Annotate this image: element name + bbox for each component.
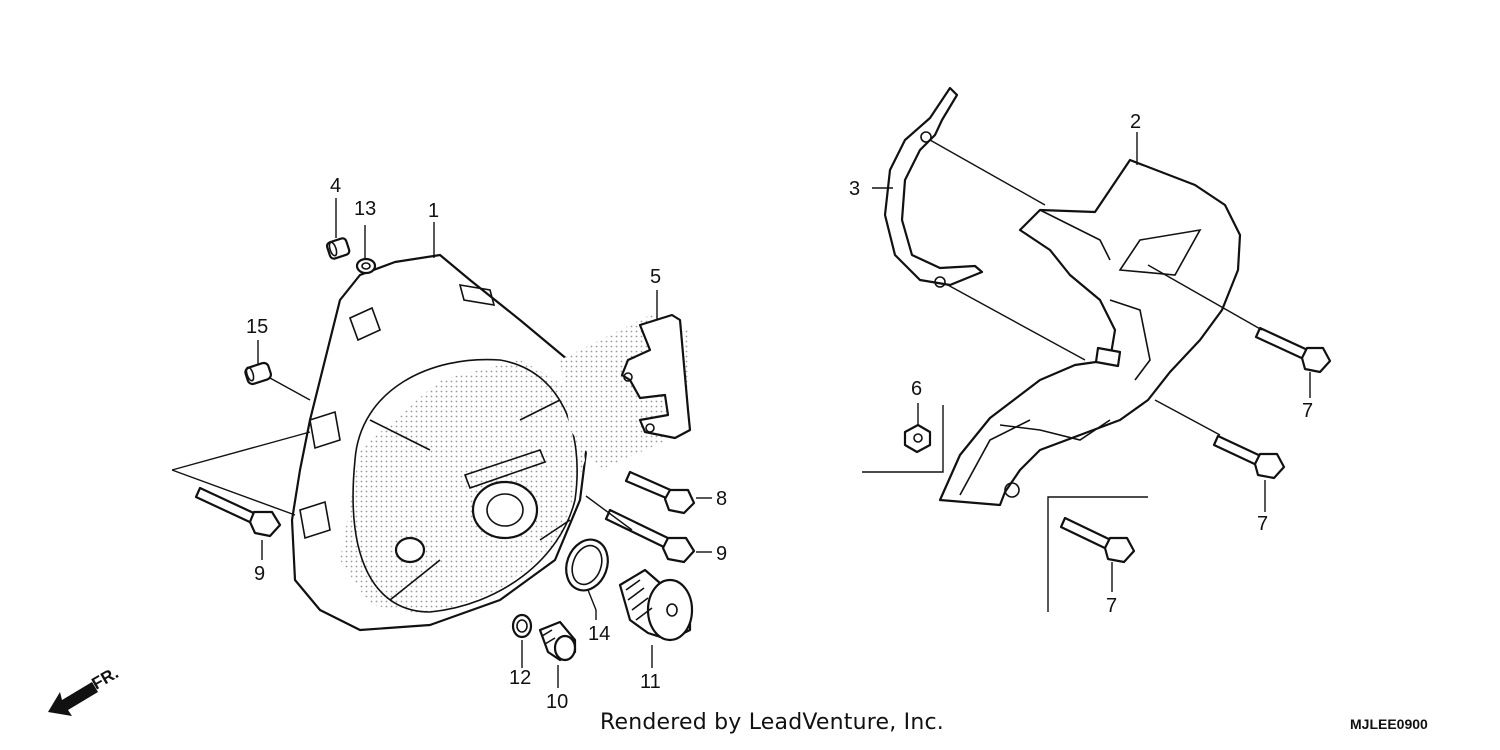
o-ring-14 xyxy=(565,538,609,592)
callout-14: 14 xyxy=(588,623,610,645)
bolt-7-lower xyxy=(1059,516,1136,564)
bolt-9-left xyxy=(194,486,282,538)
callout-1: 1 xyxy=(428,200,439,222)
diagram-code: MJLEE0900 xyxy=(1350,716,1428,732)
callout-7-lower: 7 xyxy=(1106,595,1117,617)
bolt-7-upper xyxy=(1254,326,1332,374)
callout-3: 3 xyxy=(849,178,860,200)
bolt-7-middle xyxy=(1212,434,1286,480)
bolt-8 xyxy=(624,470,696,515)
leader-lines xyxy=(171,132,1311,688)
callout-labels: 1 2 3 6 7 7 7 5 4 13 15 8 9 9 14 12 10 1… xyxy=(246,111,1313,713)
callout-6: 6 xyxy=(911,378,922,400)
nut-6 xyxy=(903,423,932,454)
callout-9-right: 9 xyxy=(716,543,727,565)
washer-13 xyxy=(355,257,377,275)
filler-cap-11 xyxy=(618,568,694,642)
callout-2: 2 xyxy=(1130,111,1141,133)
callout-15: 15 xyxy=(246,316,268,338)
left-crankcase-cover xyxy=(290,253,592,632)
callout-8: 8 xyxy=(716,488,727,510)
callout-11: 11 xyxy=(640,671,661,693)
callout-5: 5 xyxy=(650,266,661,288)
callout-9-left: 9 xyxy=(254,563,265,585)
callout-10: 10 xyxy=(546,691,568,713)
callout-13: 13 xyxy=(354,198,376,220)
collar-4 xyxy=(325,237,351,260)
sprocket-cover-2 xyxy=(938,158,1242,507)
callout-4: 4 xyxy=(330,175,341,197)
front-direction-arrow: FR. xyxy=(48,663,122,716)
washer-12 xyxy=(511,613,533,639)
drain-plug-10 xyxy=(538,620,577,662)
dowel-15 xyxy=(244,361,272,386)
bolt-9-right xyxy=(604,508,696,564)
gasket-3 xyxy=(883,86,984,288)
bracket xyxy=(620,313,692,440)
callout-7-upper: 7 xyxy=(1302,400,1313,422)
credit-text: Rendered by LeadVenture, Inc. xyxy=(600,710,944,735)
callout-12: 12 xyxy=(509,667,531,689)
callout-7-middle: 7 xyxy=(1257,513,1268,535)
